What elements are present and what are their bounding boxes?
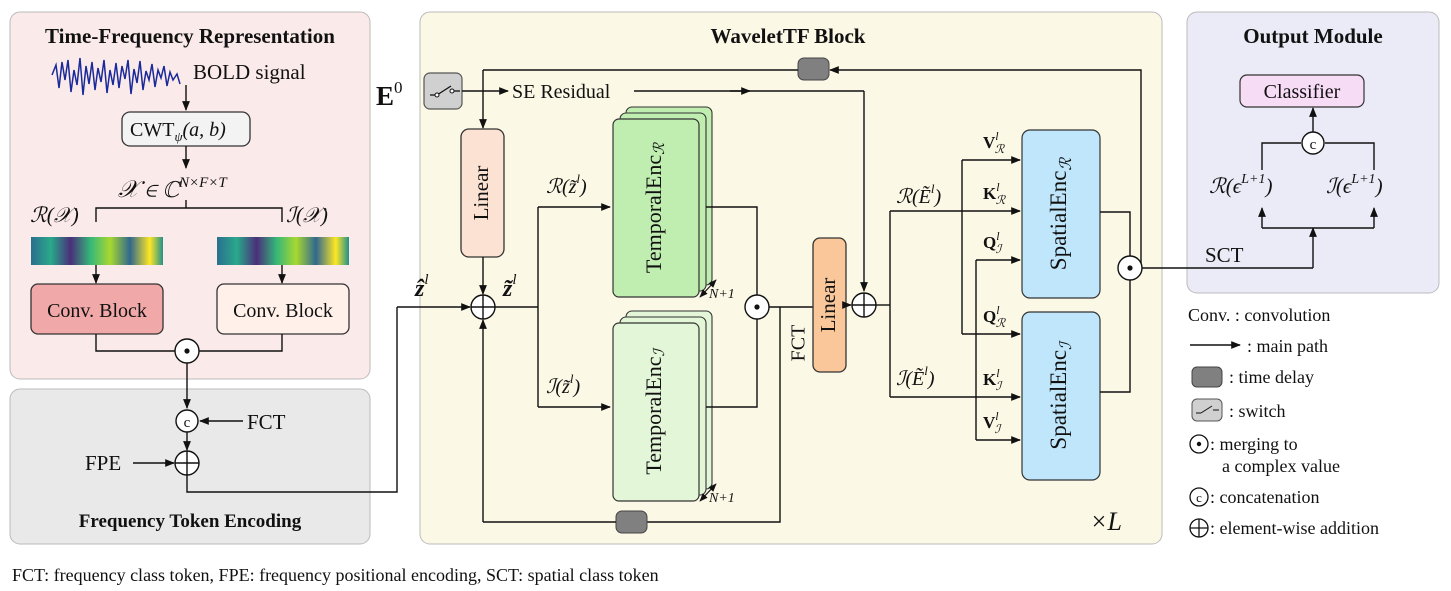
- linear-mid-label: Linear: [816, 278, 840, 333]
- heatmap-imag: [217, 237, 349, 265]
- fct-vertical-label: FCT: [788, 325, 810, 362]
- svg-text:: concatenation: : concatenation: [1210, 487, 1319, 507]
- legend: Conv. : convolution : main path : time d…: [1188, 305, 1379, 538]
- svg-text:c: c: [1310, 137, 1317, 153]
- spatial-enc-imag: [1021, 311, 1101, 481]
- imag-e-label: ℐ(Ẽl): [896, 363, 935, 390]
- bold-signal-label: BOLD signal: [193, 60, 306, 84]
- linear-left-label: Linear: [469, 166, 493, 221]
- conv-block-left: [30, 283, 164, 335]
- z-tilde-label: z̃l: [502, 272, 517, 302]
- tfr-title: Time-Frequency Representation: [45, 24, 335, 48]
- svg-text:: switch: : switch: [1229, 401, 1286, 421]
- conv-block-left-label: Conv. Block: [47, 300, 147, 322]
- conv-block-right: [216, 283, 350, 335]
- svg-text:: main path: : main path: [1247, 336, 1328, 356]
- wtf-title: WaveletTF Block: [711, 24, 866, 48]
- times-l-label: ×L: [1090, 507, 1122, 536]
- real-x-label: ℛ(𝒳): [30, 203, 79, 227]
- real-e-label: ℛ(Ẽl): [896, 181, 941, 208]
- x-set-label: 𝒳 ∈ ℂN×F×T: [118, 175, 228, 203]
- svg-text:c: c: [184, 415, 191, 431]
- switch-legend-icon: [1191, 398, 1223, 422]
- temporal-enc-imag: [612, 322, 700, 502]
- svg-text:c: c: [1196, 490, 1202, 505]
- cwt-label: CWTψ(a, b): [130, 119, 226, 144]
- se-residual-label: SE Residual: [512, 81, 611, 103]
- svg-text:: time delay: : time delay: [1229, 367, 1314, 387]
- temporal-enc-real: [612, 118, 700, 298]
- temporal-enc-real-label: TemporalEncℛ: [641, 142, 668, 273]
- caption: FCT: frequency class token, FPE: frequen…: [12, 565, 659, 585]
- time-delay-top: [797, 57, 830, 81]
- spatial-enc-imag-label: SpatialEncℐ: [1046, 340, 1074, 450]
- concat-legend-icon: [1189, 487, 1209, 507]
- output-title: Output Module: [1243, 24, 1382, 48]
- n-plus-1-bottom: N+1: [708, 491, 735, 506]
- n-plus-1-top: N+1: [708, 287, 735, 302]
- svg-text:a complex value: a complex value: [1222, 456, 1340, 476]
- fte-title: Frequency Token Encoding: [79, 511, 302, 532]
- spatial-enc-real: [1021, 129, 1101, 299]
- real-eps-label: ℛ(ϵL+1): [1209, 172, 1272, 198]
- svg-text:: merging to: : merging to: [1210, 434, 1298, 454]
- svg-text:: element-wise addition: : element-wise addition: [1210, 518, 1379, 538]
- z-hat-label: ẑl: [414, 272, 429, 302]
- imag-eps-label: ℐ(ϵL+1): [1326, 172, 1383, 198]
- real-z-label: ℛ(z̃l): [546, 171, 587, 198]
- heatmap-real: [31, 237, 163, 265]
- fct-label: FCT: [247, 410, 286, 434]
- temporal-enc-imag-label: TemporalEncℐ: [641, 346, 668, 474]
- time-delay-legend-icon: [1191, 366, 1223, 388]
- classifier-box: [1239, 74, 1365, 108]
- imag-x-label: ℐ(𝒳): [286, 203, 328, 227]
- sct-label: SCT: [1205, 243, 1244, 267]
- conv-block-right-label: Conv. Block: [233, 300, 333, 322]
- classifier-label: Classifier: [1264, 81, 1341, 103]
- time-delay-bottom: [615, 510, 648, 534]
- spatial-enc-real-label: SpatialEncℛ: [1046, 157, 1074, 271]
- e0-label: E0: [376, 78, 403, 111]
- svg-text:Conv. : convolution: Conv. : convolution: [1188, 305, 1330, 325]
- fpe-label: FPE: [85, 451, 121, 475]
- bold-signal-waveform: [51, 57, 181, 96]
- imag-z-label: ℐ(z̃l): [546, 371, 580, 398]
